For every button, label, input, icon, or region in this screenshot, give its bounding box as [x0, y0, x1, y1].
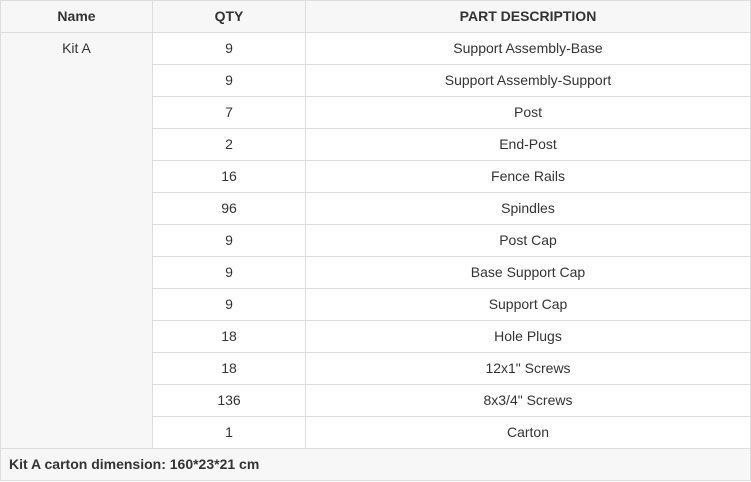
table-row: 1 Carton: [1, 416, 751, 449]
description-cell: Hole Plugs: [305, 320, 751, 353]
qty-cell: 7: [152, 96, 306, 129]
table-row: 2 End-Post: [1, 128, 751, 161]
description-cell: Post Cap: [305, 224, 751, 257]
qty-cell: 9: [152, 64, 306, 97]
qty-cell: 9: [152, 32, 306, 65]
qty-cell: 18: [152, 352, 306, 385]
qty-cell: 2: [152, 128, 306, 161]
table-row: 18 12x1" Screws: [1, 352, 751, 385]
description-cell: Post: [305, 96, 751, 129]
description-cell: Support Assembly-Base: [305, 32, 751, 65]
qty-cell: 9: [152, 256, 306, 289]
header-part-description: PART DESCRIPTION: [305, 0, 751, 33]
table-row: 7 Post: [1, 96, 751, 129]
header-row: Name QTY PART DESCRIPTION: [0, 0, 751, 33]
qty-cell: 96: [152, 192, 306, 225]
description-cell: 8x3/4" Screws: [305, 384, 751, 417]
table-row: 9 Post Cap: [1, 224, 751, 257]
qty-cell: 9: [152, 288, 306, 321]
description-cell: End-Post: [305, 128, 751, 161]
footer-row: Kit A carton dimension: 160*23*21 cm: [0, 448, 751, 481]
description-cell: Spindles: [305, 192, 751, 225]
description-cell: Support Assembly-Support: [305, 64, 751, 97]
qty-cell: 18: [152, 320, 306, 353]
qty-cell: 16: [152, 160, 306, 193]
table-row: 136 8x3/4" Screws: [1, 384, 751, 417]
description-cell: 12x1" Screws: [305, 352, 751, 385]
description-cell: Carton: [305, 416, 751, 449]
carton-dimension-note: Kit A carton dimension: 160*23*21 cm: [0, 448, 751, 481]
header-qty: QTY: [152, 0, 306, 33]
table-row: Kit A 9 Support Assembly-Base: [0, 32, 751, 449]
description-cell: Support Cap: [305, 288, 751, 321]
qty-cell: 1: [152, 416, 306, 449]
qty-cell: 9: [152, 224, 306, 257]
description-cell: Fence Rails: [305, 160, 751, 193]
qty-cell: 136: [152, 384, 306, 417]
kit-name-cell: Kit A: [0, 32, 153, 449]
description-cell: Base Support Cap: [305, 256, 751, 289]
header-name: Name: [0, 0, 153, 33]
